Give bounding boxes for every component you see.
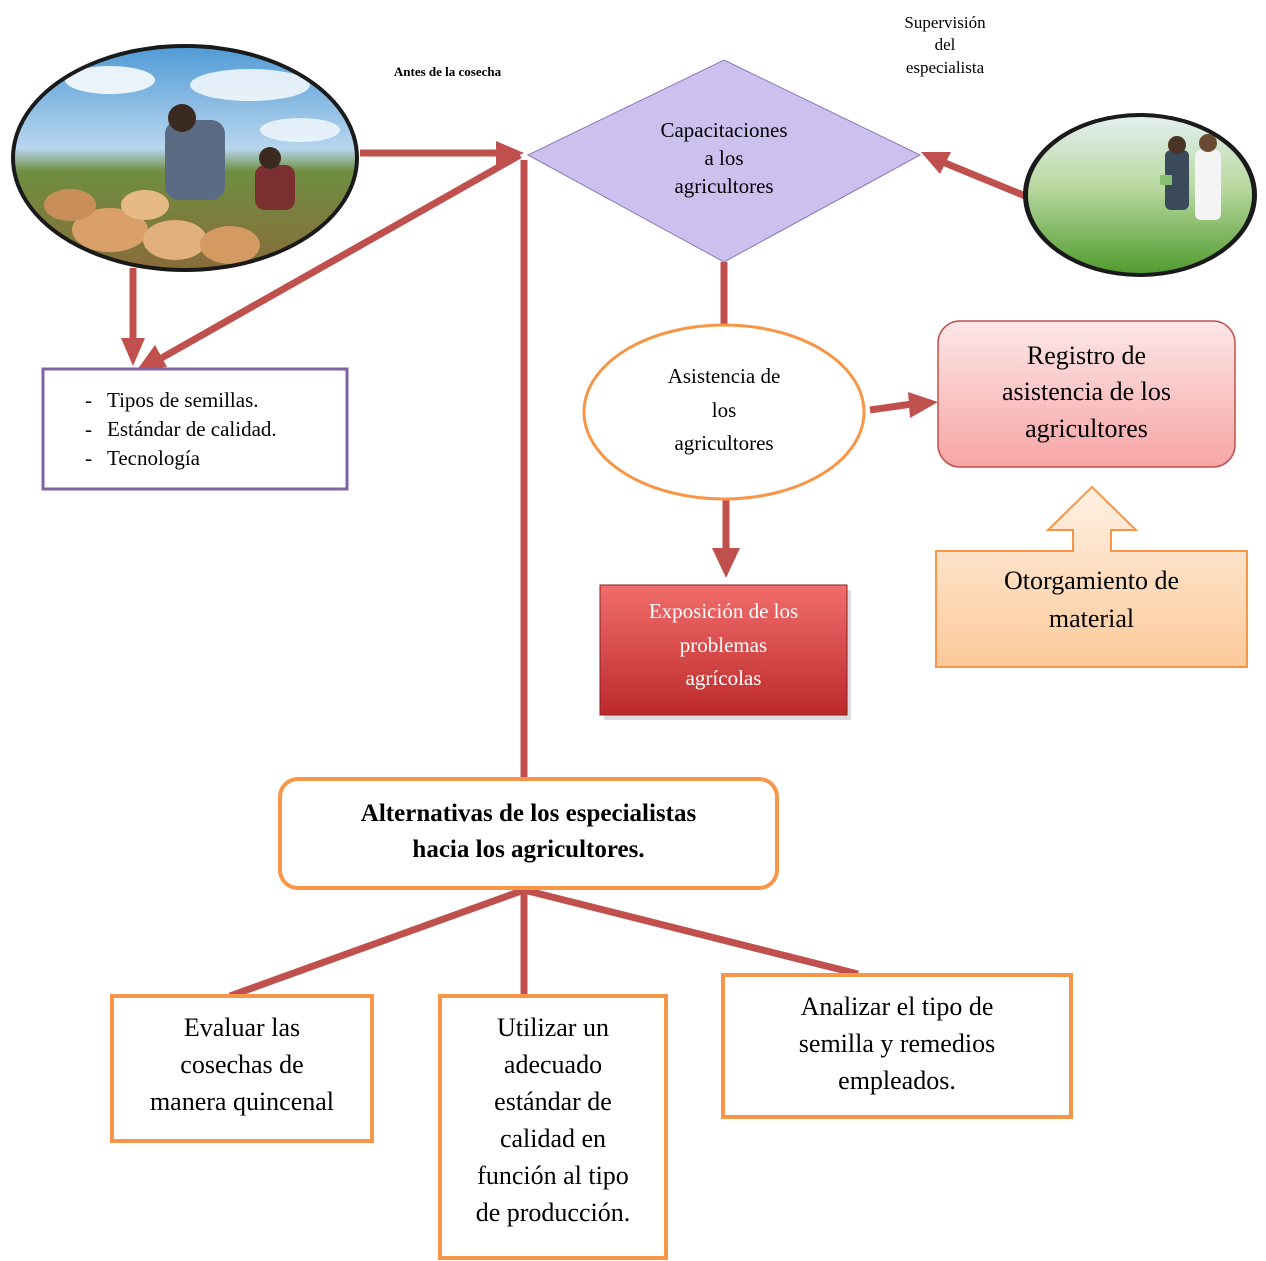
- arrowhead-into-registro: [908, 392, 938, 418]
- analizar-line-1: Analizar el tipo de: [800, 992, 994, 1021]
- harvest-photo: [11, 44, 359, 272]
- asistencia-line-2: los: [711, 397, 737, 422]
- topic-item: Tipos de semillas.: [85, 386, 345, 415]
- specialist-photo: [1023, 113, 1257, 277]
- topics-list: Tipos de semillas. Estándar de calidad. …: [85, 386, 345, 481]
- registro-line-1: Registro de: [1026, 341, 1147, 370]
- capacitaciones-diamond: [526, 59, 922, 263]
- utilizar-line-4: calidad en: [499, 1123, 607, 1153]
- supervision-label: Supervisión del especialista: [870, 12, 1020, 79]
- utilizar-box: [438, 994, 668, 1260]
- asistencia-label: Asistencia de los agricultores: [624, 360, 824, 461]
- analizar-line-3: empleados.: [838, 1065, 956, 1095]
- evaluar-box: [110, 994, 374, 1143]
- analizar-box: [721, 973, 1073, 1119]
- otorgamiento-up-arrow: [935, 485, 1248, 668]
- registro-box: [937, 320, 1236, 468]
- alternativas-line-1: Alternativas de los especialistas: [360, 800, 697, 827]
- otorgamiento-line-1: Otorgamiento de: [1004, 566, 1179, 595]
- diamond-label: Capacitaciones a los agricultores: [620, 116, 828, 200]
- line-alt-to-evaluar: [228, 886, 526, 1000]
- utilizar-line-6: de producción.: [475, 1197, 631, 1227]
- utilizar-line-5: función al tipo: [477, 1160, 629, 1190]
- utilizar-line-1: Utilizar un: [497, 1013, 609, 1042]
- evaluar-label: Evaluar las cosechas de manera quincenal: [112, 1010, 372, 1121]
- exposicion-line-3: agrícolas: [685, 666, 762, 691]
- alternativas-box: [278, 777, 779, 890]
- asistencia-line-1: Asistencia de: [667, 364, 781, 388]
- alternativas-label: Alternativas de los especialistas hacia …: [282, 796, 775, 869]
- antes-label: Antes de la cosecha: [393, 64, 502, 79]
- diamond-line-2: a los: [704, 146, 744, 171]
- arrowhead-into-topics-vert: [121, 338, 145, 366]
- exposicion-label: Exposición de los problemas agrícolas: [600, 595, 847, 696]
- analizar-line-2: semilla y remedios: [798, 1028, 996, 1058]
- line-ellipse-to-registro: [869, 400, 913, 414]
- evaluar-line-1: Evaluar las: [183, 1013, 301, 1042]
- utilizar-line-2: adecuado: [503, 1049, 603, 1079]
- registro-line-2: asistencia de los: [1002, 377, 1171, 407]
- line-specialist-to-diamond: [943, 159, 1037, 204]
- arrowhead-into-diamond-left: [496, 141, 524, 165]
- utilizar-line-3: estándar de: [494, 1086, 612, 1116]
- exposicion-line-1: Exposición de los: [648, 599, 799, 623]
- topic-item: Estándar de calidad.: [85, 415, 345, 444]
- otorgamiento-label: Otorgamiento de material: [936, 562, 1247, 637]
- otorgamiento-line-2: material: [1048, 603, 1135, 633]
- registro-label: Registro de asistencia de los agricultor…: [938, 338, 1235, 447]
- evaluar-line-2: cosechas de: [180, 1049, 304, 1079]
- line-diamond-to-topics: [156, 151, 522, 364]
- supervision-line-2: del: [934, 35, 956, 55]
- arrowheads: [121, 141, 951, 578]
- asistencia-line-3: agricultores: [674, 431, 774, 456]
- analizar-label: Analizar el tipo de semilla y remedios e…: [723, 989, 1071, 1100]
- asistencia-ellipse: [582, 323, 866, 501]
- supervision-line-3: especialista: [905, 57, 985, 77]
- arrowhead-into-exposicion: [712, 548, 740, 578]
- exposicion-box: [599, 584, 848, 716]
- registro-line-3: agricultores: [1025, 413, 1148, 443]
- alternativas-line-2: hacia los agricultores.: [412, 836, 645, 864]
- line-alt-to-analizar: [523, 886, 859, 978]
- supervision-line-1: Supervisión: [904, 13, 986, 32]
- evaluar-line-3: manera quincenal: [149, 1086, 335, 1116]
- topic-item: Tecnología: [85, 444, 345, 473]
- exposicion-line-2: problemas: [679, 632, 768, 657]
- connector-lines: [129, 149, 1037, 1000]
- diamond-line-3: agricultores: [674, 174, 774, 199]
- arrowhead-into-topics-diag: [137, 345, 167, 370]
- arrowhead-into-diamond-right: [921, 152, 951, 174]
- utilizar-label: Utilizar un adecuado estándar de calidad…: [440, 1010, 666, 1231]
- diamond-line-1: Capacitaciones: [660, 118, 788, 142]
